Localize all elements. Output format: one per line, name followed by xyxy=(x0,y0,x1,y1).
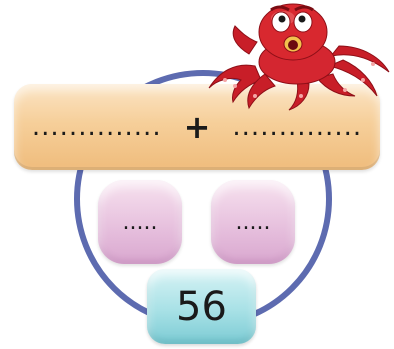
left-bubble-text: ..... xyxy=(122,209,158,235)
second-addend-blank[interactable]: .............. xyxy=(232,112,363,142)
sum-box: 56 xyxy=(147,269,256,344)
first-addend-blank[interactable]: .............. xyxy=(31,112,162,142)
right-number-bubble[interactable]: ..... xyxy=(211,180,295,264)
octopus-mascot-icon xyxy=(208,3,390,111)
equation-bar: .............. + .............. xyxy=(14,84,380,170)
left-number-bubble[interactable]: ..... xyxy=(98,180,182,264)
right-bubble-text: ..... xyxy=(235,209,271,235)
plus-sign: + xyxy=(183,108,211,146)
sum-value: 56 xyxy=(176,283,227,330)
